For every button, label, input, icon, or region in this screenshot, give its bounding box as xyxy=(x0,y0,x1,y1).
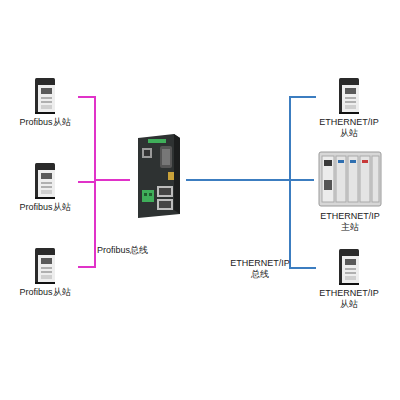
slave-station: Profibus从站 xyxy=(12,78,78,128)
station-label: Profibus从站 xyxy=(14,117,76,128)
slave-station: Profibus从站 xyxy=(12,248,78,298)
gateway-device xyxy=(130,134,186,218)
plc-icon xyxy=(318,150,382,208)
station-label: ETHERNET/IP 从站 xyxy=(318,117,380,139)
station-label: ETHERNET/IP 从站 xyxy=(318,288,380,310)
bus-connector xyxy=(186,97,316,180)
slave-station: ETHERNET/IP 从站 xyxy=(316,78,382,139)
drive-icon xyxy=(338,249,360,285)
slave-station: Profibus从站 xyxy=(12,163,78,213)
plc-station: ETHERNET/IP 主站 xyxy=(314,150,386,233)
bus-label: Profibus总线 xyxy=(97,245,167,256)
station-label: Profibus从站 xyxy=(14,287,76,298)
drive-icon xyxy=(338,78,360,114)
drive-icon xyxy=(34,78,56,114)
bus-label: ETHERNET/IP 总线 xyxy=(230,258,290,280)
bus-connector xyxy=(78,97,130,180)
gateway-icon xyxy=(130,134,186,218)
station-label: ETHERNET/IP 主站 xyxy=(319,211,381,233)
bus-connector xyxy=(186,180,316,268)
slave-station: ETHERNET/IP 从站 xyxy=(316,249,382,310)
station-label: Profibus从站 xyxy=(14,202,76,213)
drive-icon xyxy=(34,248,56,284)
drive-icon xyxy=(34,163,56,199)
